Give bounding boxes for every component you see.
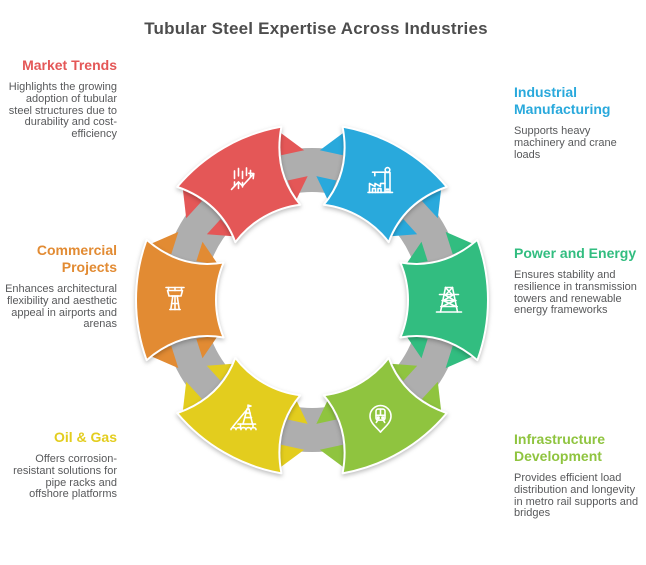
industrial-manufacturing-segment [322, 125, 448, 244]
market-trends-text-block: Market Trends Highlights the growing ado… [4, 57, 117, 141]
oil-gas-text-block: Oil & Gas Offers corrosion-resistant sol… [4, 429, 117, 501]
oil-gas-fold [287, 398, 308, 424]
power-energy-description: Ensures stability and resilience in tran… [514, 269, 637, 317]
industrial-manufacturing-text-block: Industrial Manufacturing Supports heavy … [514, 84, 642, 161]
commercial-projects-fold [147, 231, 179, 255]
power-energy-fold [445, 345, 477, 369]
oil-gas-segment [176, 356, 302, 475]
page-title: Tubular Steel Expertise Across Industrie… [144, 19, 488, 38]
infrastructure-development-description: Provides efficient load distribution and… [514, 472, 639, 520]
metro-pin-icon [369, 404, 392, 433]
power-energy-fold [405, 241, 428, 265]
market-trends-segment [176, 125, 302, 244]
industrial-manufacturing-fold [389, 219, 418, 237]
commercial-projects-text-block: Commercial Projects Enhances architectur… [4, 242, 117, 331]
industrial-manufacturing-fold [421, 185, 442, 219]
ribbon-folds [147, 130, 477, 470]
commercial-projects-fold [196, 335, 219, 359]
infrastructure-development-fold [316, 398, 337, 424]
transmission-tower-icon [435, 286, 463, 313]
industry-cycle-diagram [134, 125, 490, 475]
infrastructure-development-fold [319, 444, 347, 470]
infrastructure-development-text-block: Infrastructure Development Provides effi… [514, 431, 642, 520]
infrastructure-development-fold [421, 381, 442, 415]
commercial-projects-fold [147, 345, 179, 369]
market-trends-fold [182, 185, 203, 219]
industrial-manufacturing-heading: Industrial Manufacturing [514, 84, 611, 117]
market-trends-fold [287, 176, 308, 202]
power-energy-fold [405, 335, 428, 359]
market-trends-fold [277, 130, 305, 156]
oil-gas-description: Offers corrosion-resistant solutions for… [13, 453, 117, 501]
market-trends-heading: Market Trends [22, 57, 117, 73]
commercial-projects-segment [134, 238, 225, 362]
oil-gas-heading: Oil & Gas [53, 429, 117, 445]
airport-tower-icon [165, 286, 185, 311]
trend-chart-icon [230, 167, 255, 191]
industrial-manufacturing-fold [316, 176, 337, 202]
power-energy-text-block: Power and Energy Ensures stability and r… [514, 245, 642, 317]
industrial-manufacturing-description: Supports heavy machinery and crane loads [514, 125, 617, 161]
commercial-projects-description: Enhances architectural flexibility and a… [5, 283, 117, 331]
oil-platform-icon [230, 404, 257, 431]
industrial-manufacturing-fold [319, 130, 347, 156]
market-trends-fold [206, 219, 235, 237]
infrastructure-development-fold [389, 363, 418, 381]
commercial-projects-fold [196, 241, 219, 265]
infrastructure-development-segment [322, 356, 448, 475]
market-trends-description: Highlights the growing adoption of tubul… [8, 81, 117, 141]
oil-gas-fold [182, 381, 203, 415]
oil-gas-fold [277, 444, 305, 470]
power-energy-segment [399, 238, 490, 362]
infrastructure-development-heading: Infrastructure Development [514, 431, 606, 464]
commercial-projects-heading: Commercial Projects [36, 242, 117, 275]
oil-gas-fold [206, 363, 235, 381]
power-energy-heading: Power and Energy [514, 245, 637, 261]
factory-crane-icon [367, 166, 394, 194]
power-energy-fold [445, 231, 477, 255]
